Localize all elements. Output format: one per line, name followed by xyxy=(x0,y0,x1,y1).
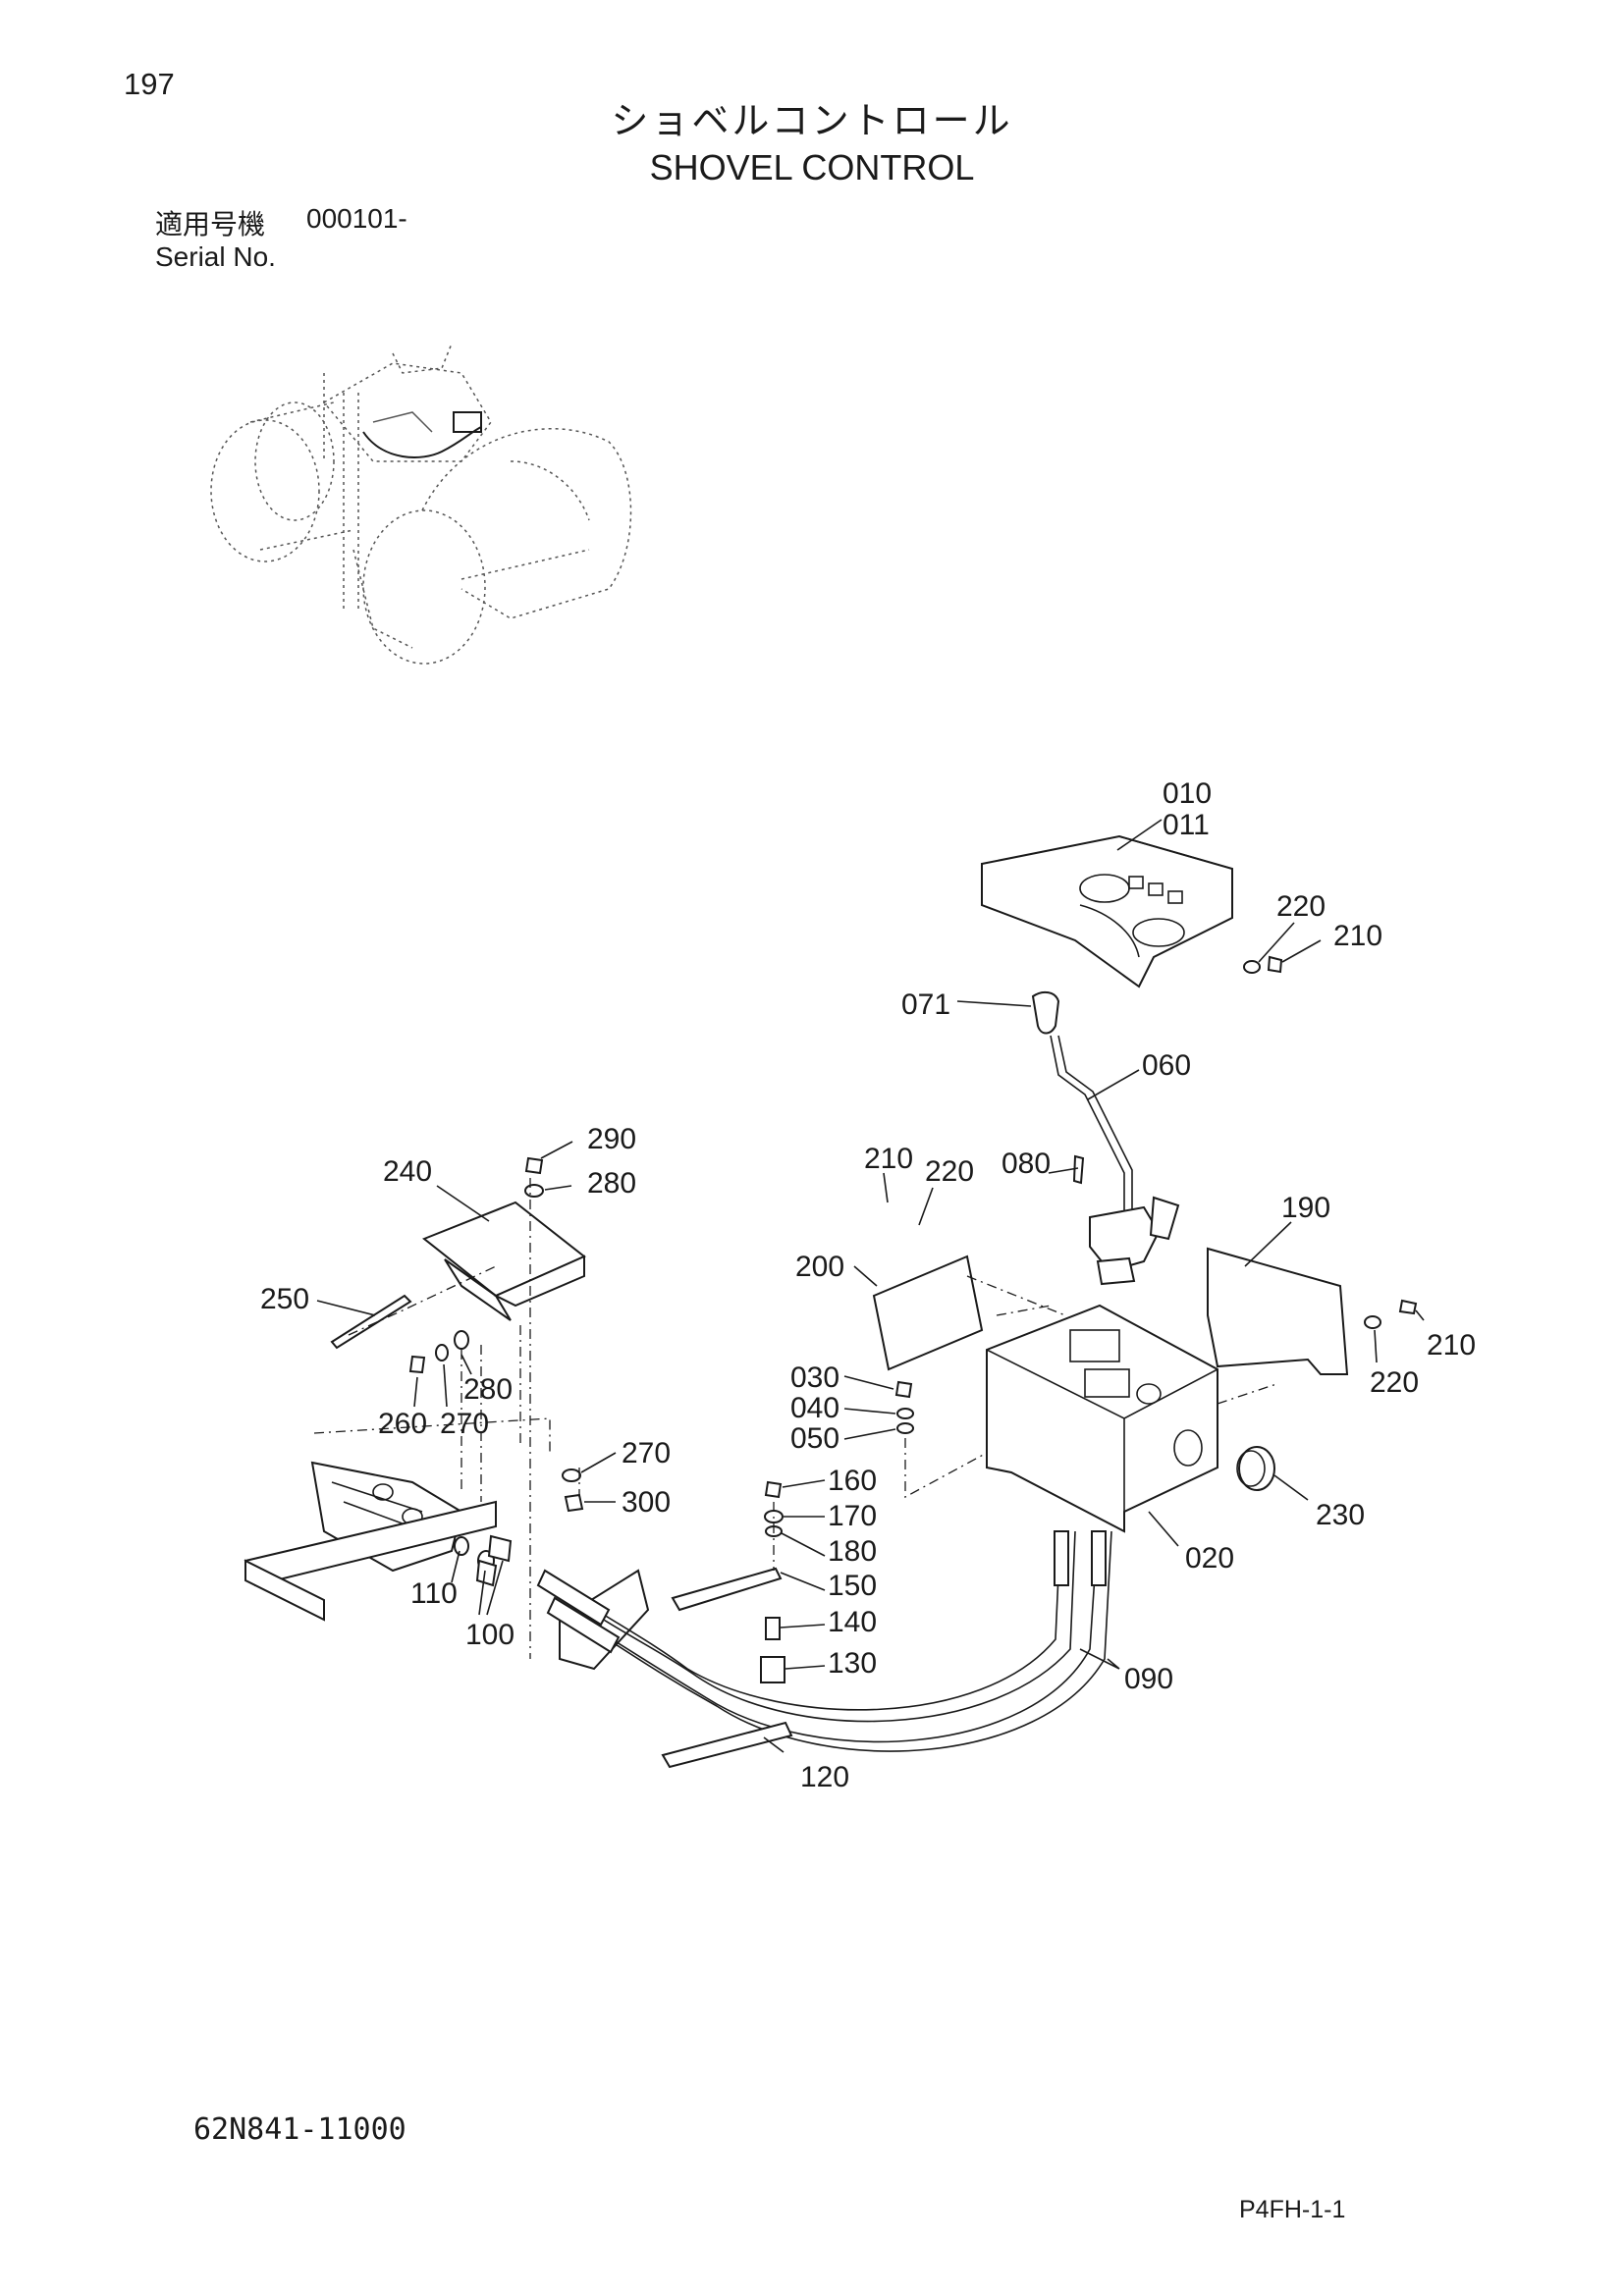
callout-060: 060 xyxy=(1142,1049,1191,1082)
callout-100: 100 xyxy=(465,1619,514,1651)
callout-170: 170 xyxy=(828,1500,877,1532)
part-callouts: 010 011 220 210 071 060 210 220 080 190 … xyxy=(260,777,1476,1793)
callout-230: 230 xyxy=(1316,1499,1365,1531)
console-box xyxy=(986,1304,1218,1533)
callout-160: 160 xyxy=(828,1465,877,1497)
callout-011: 011 xyxy=(1163,809,1210,841)
callout-071: 071 xyxy=(901,988,950,1021)
page-number: 197 xyxy=(124,67,175,101)
callout-280: 280 xyxy=(587,1167,636,1200)
callout-150: 150 xyxy=(828,1570,877,1602)
console-cover xyxy=(981,834,1233,988)
callout-260: 260 xyxy=(378,1408,427,1440)
callout-020: 020 xyxy=(1185,1542,1234,1575)
callout-040: 040 xyxy=(790,1392,839,1424)
serial-label-japanese: 適用号機 xyxy=(155,208,266,240)
callout-220: 220 xyxy=(1276,890,1326,923)
callout-300: 300 xyxy=(622,1486,671,1519)
callout-090: 090 xyxy=(1124,1663,1173,1695)
serial-number-value: 000101- xyxy=(306,203,407,234)
callout-280: 280 xyxy=(463,1373,513,1406)
page-reference: P4FH-1-1 xyxy=(1239,2196,1346,2223)
callout-200: 200 xyxy=(795,1251,844,1283)
callout-120: 120 xyxy=(800,1761,849,1793)
callout-110: 110 xyxy=(410,1577,458,1610)
callout-240: 240 xyxy=(383,1155,432,1188)
callout-210: 210 xyxy=(1333,920,1382,952)
callout-270: 270 xyxy=(622,1437,671,1469)
callout-140: 140 xyxy=(828,1606,877,1638)
callout-210: 210 xyxy=(864,1143,913,1175)
callout-030: 030 xyxy=(790,1362,839,1394)
page-title: SHOVEL CONTROL xyxy=(649,147,975,187)
callout-250: 250 xyxy=(260,1283,309,1315)
page-title-japanese: ショベルコントロール xyxy=(611,99,1013,142)
machine-location-thumbnail xyxy=(210,343,632,665)
callout-130: 130 xyxy=(828,1647,877,1680)
callout-010: 010 xyxy=(1163,777,1212,810)
callout-210: 210 xyxy=(1427,1329,1476,1362)
callout-220: 220 xyxy=(1370,1366,1419,1399)
document-code: 62N841-11000 xyxy=(193,2112,406,2147)
callout-220: 220 xyxy=(925,1155,974,1188)
callout-190: 190 xyxy=(1281,1192,1330,1224)
callout-080: 080 xyxy=(1001,1148,1051,1180)
callout-270: 270 xyxy=(440,1408,489,1440)
callout-290: 290 xyxy=(587,1123,636,1155)
serial-label: Serial No. xyxy=(155,241,276,272)
callout-180: 180 xyxy=(828,1535,877,1568)
callout-050: 050 xyxy=(790,1422,839,1455)
